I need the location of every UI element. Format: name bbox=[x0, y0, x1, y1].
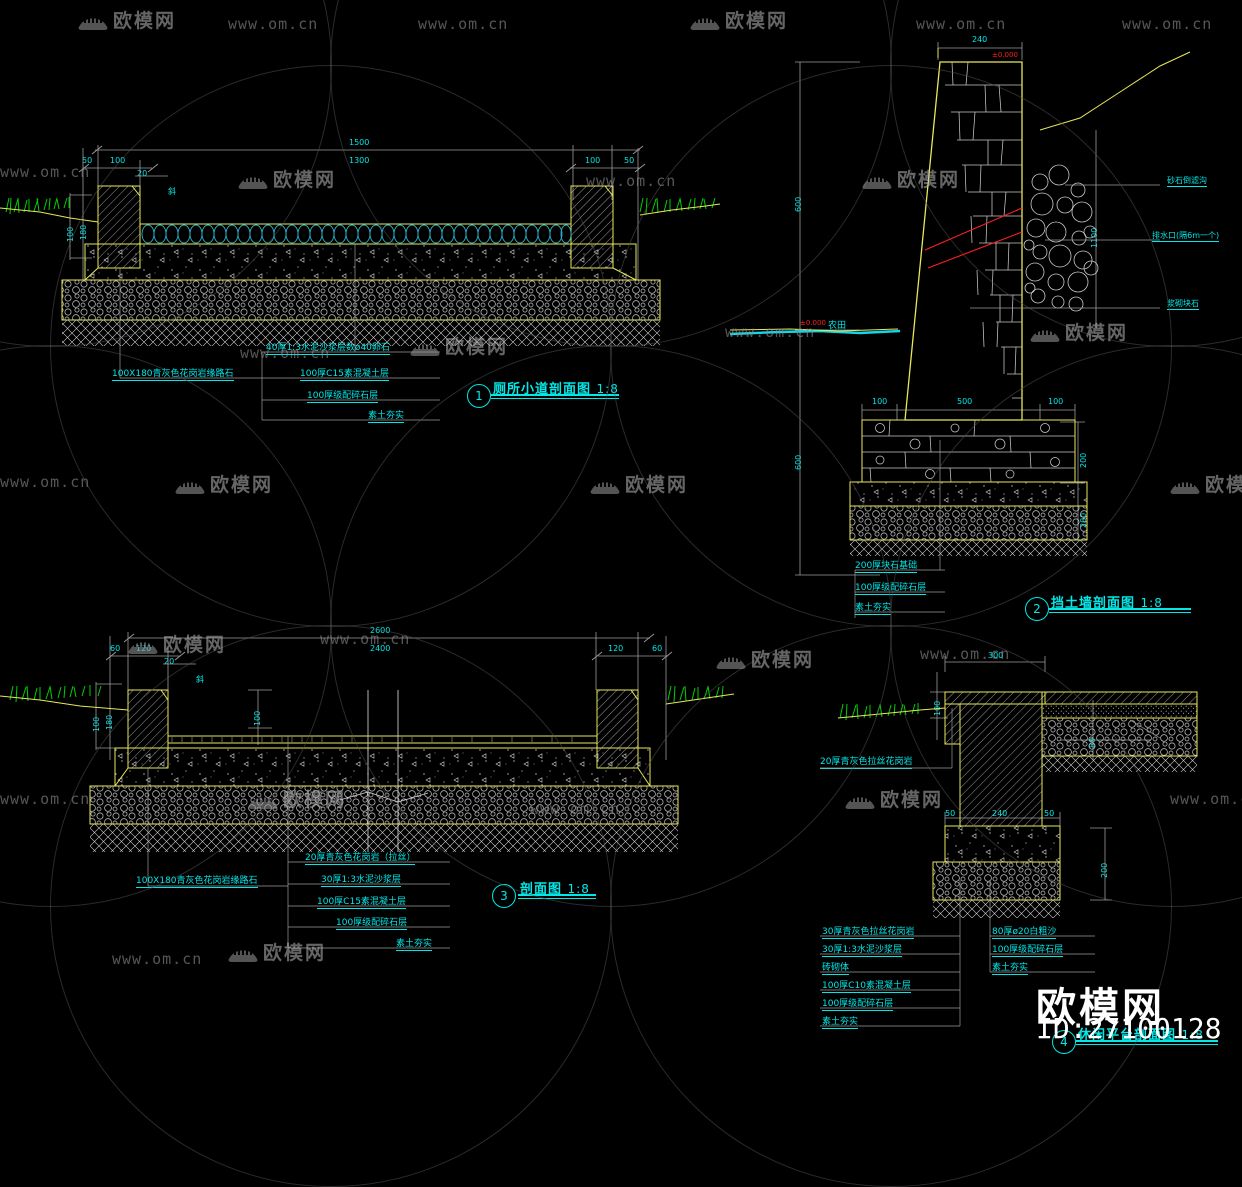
detail-4-geometry bbox=[820, 656, 1198, 1027]
d4-left-layer-5: 素土夯实 bbox=[822, 1017, 859, 1029]
d2-layer-2: 素土夯实 bbox=[855, 603, 892, 615]
d4-top-note: 20厚青灰色拉丝花岗岩 bbox=[820, 757, 913, 769]
d3-layer-3: 100厚级配碎石层 bbox=[336, 918, 408, 930]
d3-title-scale: 1:8 bbox=[567, 882, 590, 896]
d3-layer-0: 20厚青灰色花岗岩（拉丝） bbox=[305, 853, 416, 865]
d2-title: 挡土墙剖面图 1:8 bbox=[1051, 592, 1163, 611]
d2-title-rule2 bbox=[1049, 612, 1191, 613]
d3-layer-1: 30厚1:3水泥沙浆层 bbox=[321, 875, 401, 887]
d3-slope-note: 斜 bbox=[196, 675, 204, 684]
dim-d2-base-left: 100 bbox=[872, 397, 888, 406]
d4-title-rule bbox=[1076, 1040, 1218, 1042]
d3-kerb-note: 100X180青灰色花岗岩缘路石 bbox=[136, 876, 258, 888]
detail-1-geometry bbox=[0, 145, 721, 421]
d1-kerb-note: 100X180青灰色花岗岩缘路石 bbox=[112, 369, 234, 381]
d4-title-scale: 1:8 bbox=[1181, 1028, 1204, 1042]
d3-layer-4: 素土夯实 bbox=[396, 939, 433, 951]
d4-title-rule2 bbox=[1076, 1044, 1218, 1045]
d4-detail-bubble[interactable]: 4 bbox=[1052, 1030, 1076, 1054]
d2-layer-0: 200厚块石基础 bbox=[855, 561, 918, 573]
d2-side-note-2: 浆砌块石 bbox=[1167, 299, 1199, 310]
dim-d2-top-width: 240 bbox=[972, 35, 988, 44]
d2-side-note-0: 砂石倒滤沟 bbox=[1167, 176, 1207, 187]
dim-d4-right-offset: 50 bbox=[1044, 809, 1055, 818]
d4-left-layer-1: 30厚1:3水泥沙浆层 bbox=[822, 945, 902, 957]
dim-d2-base-mid: 500 bbox=[957, 397, 973, 406]
dim-d1-chamfer: 20 bbox=[137, 169, 148, 178]
detail-2-geometry bbox=[729, 42, 1191, 618]
dim-d3-left-edge: 60 bbox=[110, 644, 121, 653]
d4-right-layer-0: 80厚ø20白粗沙 bbox=[992, 927, 1057, 939]
d1-slope-note: 斜 bbox=[168, 187, 176, 196]
dim-d3-overall: 2600 bbox=[370, 626, 391, 635]
dim-d1-left-edge: 50 bbox=[82, 156, 93, 165]
d2-side-note-1: 排水口(隔6m一个) bbox=[1152, 231, 1220, 242]
d4-left-layer-0: 30厚青灰色拉丝花岗岩 bbox=[822, 927, 915, 939]
dim-d2-base-right: 100 bbox=[1048, 397, 1064, 406]
d3-detail-bubble[interactable]: 3 bbox=[492, 884, 516, 908]
d4-title-text: 休闲平台剖面图 bbox=[1078, 1028, 1177, 1043]
d1-layer-3: 素土夯实 bbox=[368, 411, 405, 423]
d1-title-text: 厕所小道剖面图 bbox=[493, 382, 592, 397]
d1-title-rule2 bbox=[491, 398, 619, 399]
dim-d1-right-edge: 50 bbox=[624, 156, 635, 165]
d2-elevation-top: ±0.000 bbox=[992, 51, 1018, 59]
d3-layer-2: 100厚C15素混凝土层 bbox=[317, 897, 406, 909]
dim-d1-overall: 1500 bbox=[349, 138, 370, 147]
d4-title: 休闲平台剖面图 1:8 bbox=[1078, 1024, 1204, 1043]
d4-left-layer-2: 砖砌体 bbox=[822, 963, 850, 975]
dim-d3-chamfer: 20 bbox=[164, 657, 175, 666]
d3-title-rule bbox=[518, 894, 596, 896]
d1-layer-0: 40厚1:3水泥沙浆层数ø40卵石 bbox=[266, 343, 390, 355]
d3-title: 剖面图 1:8 bbox=[520, 878, 590, 897]
d1-title: 厕所小道剖面图 1:8 bbox=[493, 378, 619, 397]
d2-elevation-ground: ±0.000 bbox=[800, 319, 826, 327]
d2-title-rule bbox=[1049, 608, 1191, 610]
d4-right-layer-1: 100厚级配碎石层 bbox=[992, 945, 1064, 957]
d1-detail-bubble[interactable]: 1 bbox=[467, 384, 491, 408]
d1-layer-1: 100厚C15素混凝土层 bbox=[300, 369, 389, 381]
dim-d3-inner: 2400 bbox=[370, 644, 391, 653]
dim-d1-right-kerb: 100 bbox=[585, 156, 601, 165]
d1-layer-2: 100厚级配碎石层 bbox=[307, 391, 379, 403]
d2-ground-note: 农田 bbox=[828, 321, 847, 331]
d4-right-layer-2: 素土夯实 bbox=[992, 963, 1029, 975]
dim-d1-left-kerb: 100 bbox=[110, 156, 126, 165]
d2-title-text: 挡土墙剖面图 bbox=[1051, 596, 1136, 611]
d4-left-layer-3: 100厚C10素混凝土层 bbox=[822, 981, 911, 993]
d3-title-text: 剖面图 bbox=[520, 882, 563, 897]
dim-d3-right-edge: 60 bbox=[652, 644, 663, 653]
detail-3-geometry bbox=[0, 632, 735, 949]
dim-d1-inner: 1300 bbox=[349, 156, 370, 165]
dim-d4-left-offset: 50 bbox=[945, 809, 956, 818]
d3-title-rule2 bbox=[518, 898, 596, 899]
d1-title-scale: 1:8 bbox=[596, 382, 619, 396]
dim-d4-top-width: 300 bbox=[988, 651, 1004, 660]
d2-title-scale: 1:8 bbox=[1140, 596, 1163, 610]
dim-d3-right-kerb: 120 bbox=[608, 644, 624, 653]
d4-left-layer-4: 100厚级配碎石层 bbox=[822, 999, 894, 1011]
d2-detail-bubble[interactable]: 2 bbox=[1025, 597, 1049, 621]
d1-title-rule bbox=[491, 394, 619, 396]
